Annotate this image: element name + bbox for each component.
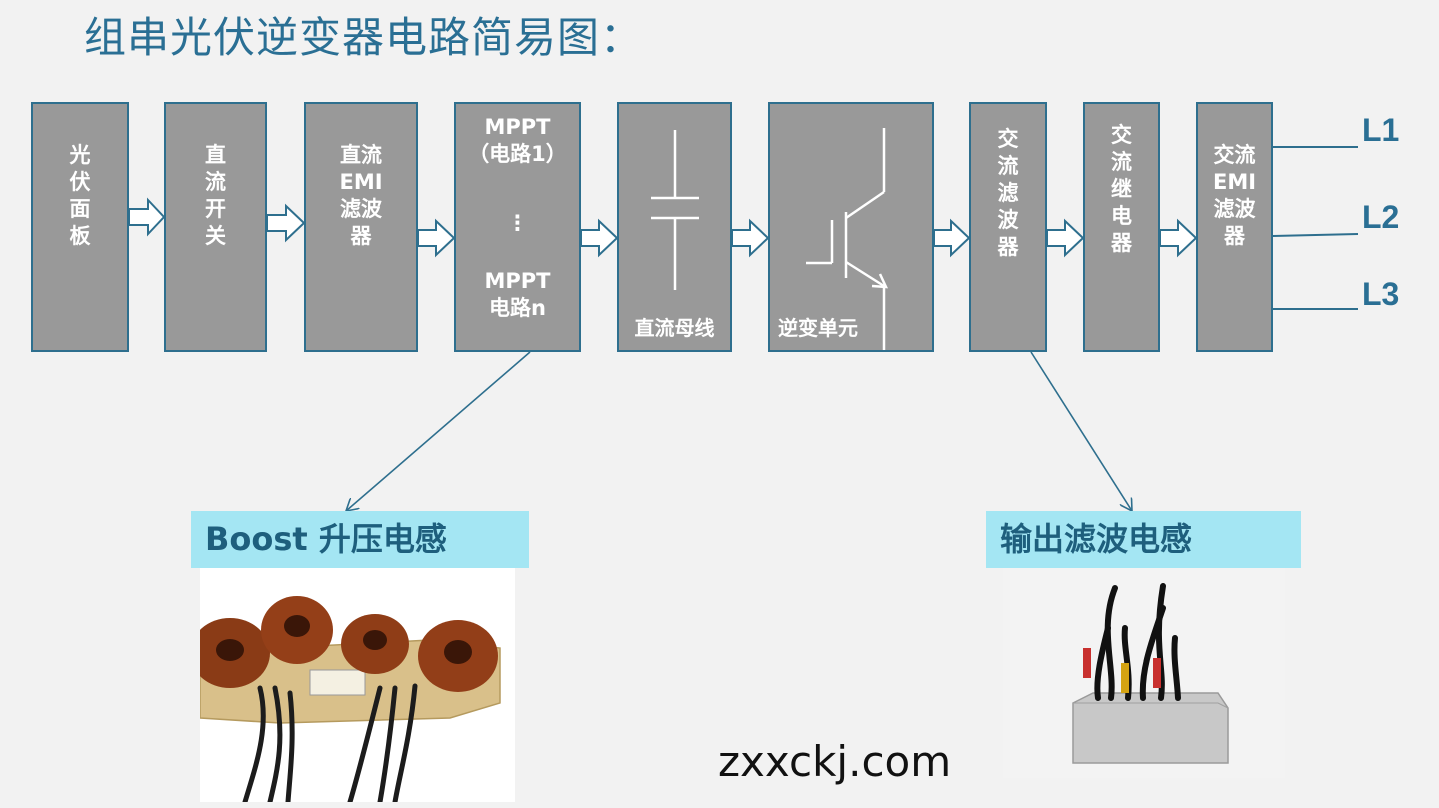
ac-filter-block: 交 流 滤 波 器: [969, 102, 1047, 352]
filter-pointer-line: [1030, 351, 1132, 511]
pv-panel-block: 光 伏 面 板: [31, 102, 129, 352]
capacitor-symbol: [651, 130, 699, 290]
ac-relay-label: 交 流 继 电 器: [1111, 123, 1132, 255]
igbt-symbol: [806, 128, 889, 350]
ac-relay-block: 交 流 继 电 器: [1083, 102, 1160, 352]
boost-inductor-photo: [190, 568, 515, 805]
page-title: 组串光伏逆变器电路简易图：: [84, 13, 644, 62]
output-filter-inductor-photo: [1003, 568, 1285, 778]
mppt-top-label: MPPT （电路1）: [468, 115, 567, 166]
output-label-l2: L2: [1362, 199, 1400, 235]
output-label-l3: L3: [1362, 276, 1400, 312]
flow-arrow-2: [266, 203, 306, 243]
mppt-ellipsis: ⋮: [507, 211, 528, 235]
dc-emi-filter-label: 直流 EMI 滤波 器: [339, 143, 383, 248]
boost-inductor-caption: Boost 升压电感: [191, 511, 529, 568]
mppt-bottom-label: MPPT 电路n: [484, 269, 551, 320]
flow-arrow-5: [731, 218, 770, 258]
flow-arrow-7: [1046, 218, 1085, 258]
flow-arrow-4: [580, 218, 619, 258]
output-filter-inductor-caption: 输出滤波电感: [986, 511, 1301, 568]
pv-panel-label: 光 伏 面 板: [69, 143, 91, 248]
ac-emi-filter-block: 交流 EMI 滤波 器: [1196, 102, 1273, 352]
flow-arrow-6: [933, 218, 971, 258]
flow-arrow-1: [128, 197, 166, 237]
boost-pointer-line: [346, 351, 531, 511]
inverter-unit-label: 逆变单元: [778, 316, 858, 340]
dc-switch-label: 直 流 开 关: [205, 143, 226, 248]
inverter-unit-block: 逆变单元: [768, 102, 934, 352]
watermark: zxxckj.com: [718, 737, 952, 786]
output-line-l2: [1272, 233, 1359, 237]
ac-emi-filter-label: 交流 EMI 滤波 器: [1212, 143, 1257, 248]
dc-emi-filter-block: 直流 EMI 滤波 器: [304, 102, 418, 352]
output-label-l1: L1: [1362, 112, 1400, 148]
mppt-block: MPPT （电路1） ⋮ MPPT 电路n: [454, 102, 581, 352]
flow-arrow-3: [417, 218, 456, 258]
ac-filter-label: 交 流 滤 波 器: [997, 127, 1019, 259]
flow-arrow-8: [1159, 218, 1198, 258]
dc-bus-label: 直流母线: [634, 316, 715, 340]
